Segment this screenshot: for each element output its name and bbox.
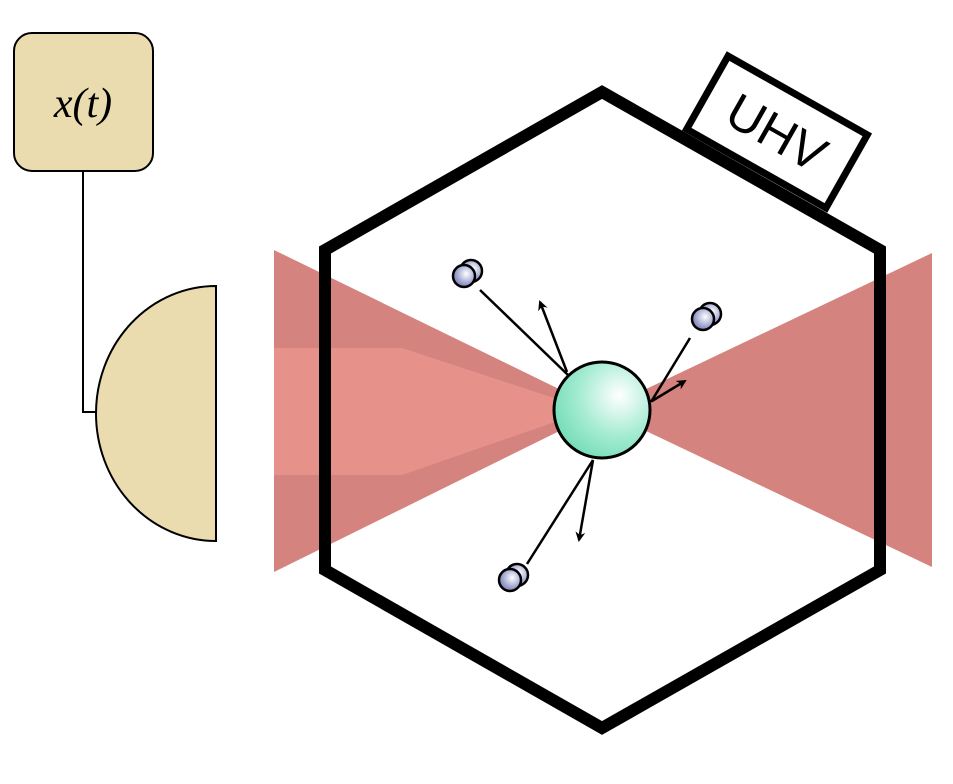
signal-wire [82, 171, 96, 413]
molecule-trajectory [525, 459, 595, 565]
recoil-arrow [538, 300, 569, 373]
gas-molecule [497, 562, 530, 593]
recoil-arrow [575, 459, 595, 542]
photodetector [95, 284, 217, 543]
signal-box: x(t) [13, 32, 154, 172]
gas-collisions [479, 289, 692, 565]
molecule-trajectory [649, 337, 692, 403]
levitated-particle [552, 360, 652, 460]
gas-molecule [451, 258, 484, 289]
vacuum-chamber [319, 85, 886, 735]
molecule-trajectory [479, 289, 569, 376]
gas-molecules [451, 258, 723, 593]
gas-molecule [690, 301, 723, 332]
recoil-arrow [651, 379, 687, 403]
signal-label: x(t) [53, 81, 112, 127]
laser-beam [274, 250, 932, 572]
